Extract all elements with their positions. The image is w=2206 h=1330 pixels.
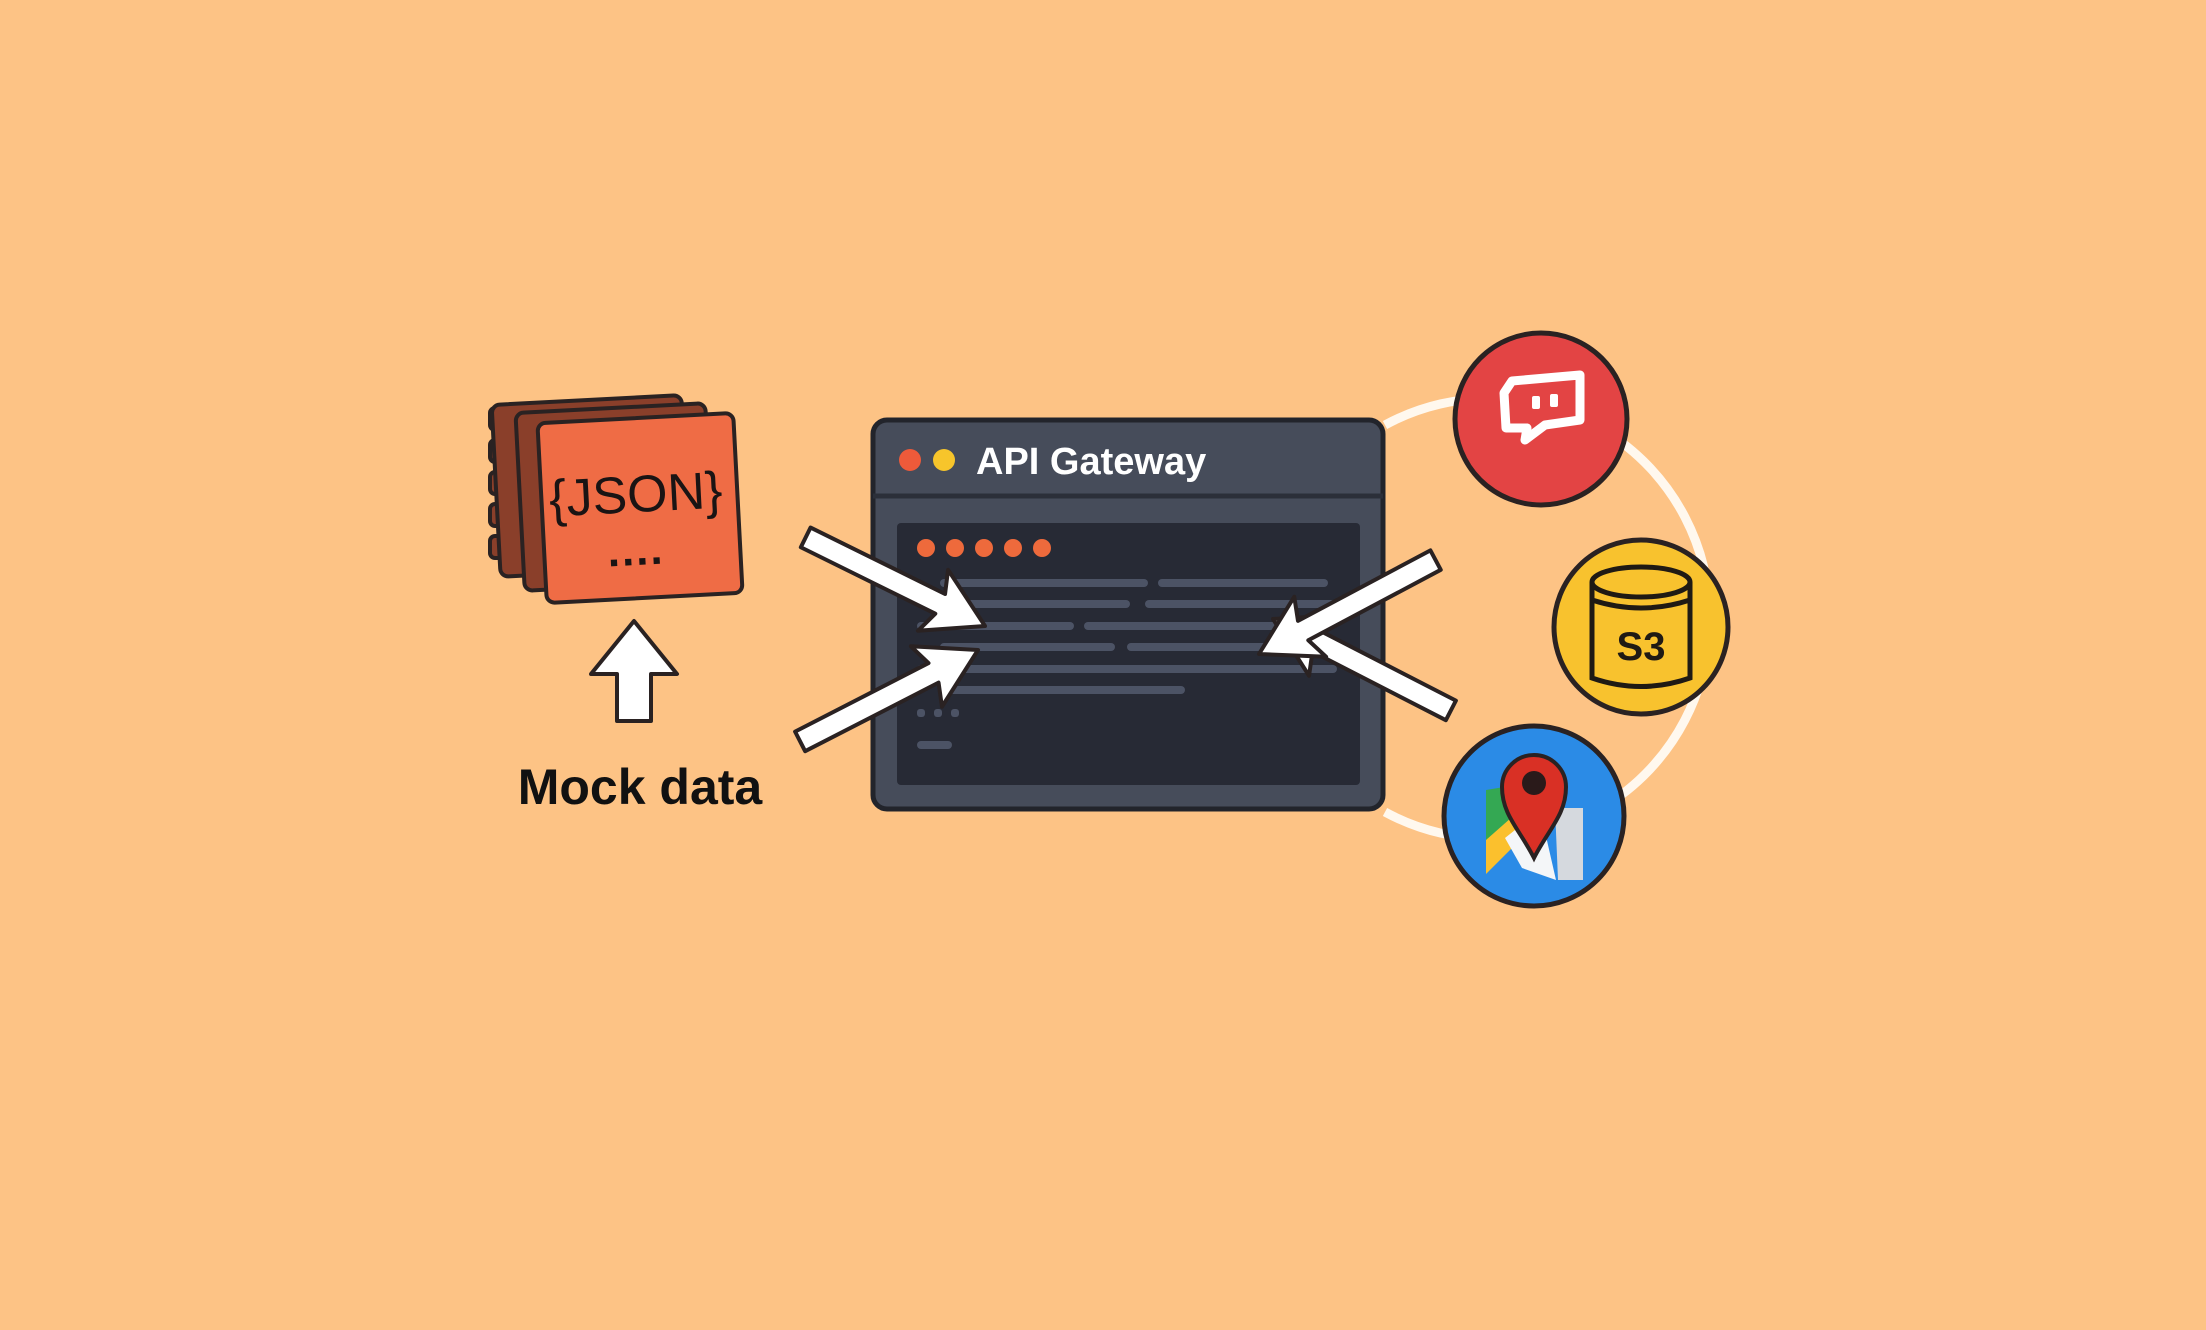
- console-panel: [897, 523, 1360, 785]
- window-minimize-dot: [933, 449, 955, 471]
- arrow-in-top-left-icon: [798, 525, 987, 633]
- api-gateway-window: API Gateway: [870, 417, 1386, 812]
- s3-bucket-icon: [1589, 564, 1693, 689]
- up-arrow-icon: [589, 619, 679, 723]
- service-google-maps: [1441, 723, 1627, 909]
- service-s3: S3: [1551, 537, 1731, 717]
- json-card-dots: ....: [606, 525, 665, 577]
- arrow-in-bottom-left-icon: [793, 644, 980, 754]
- arrow-in-bottom-right-icon: [1257, 548, 1443, 659]
- window-close-dot: [899, 449, 921, 471]
- map-pin-icon: [1499, 753, 1569, 863]
- json-card-label: {JSON}: [548, 462, 724, 529]
- window-title: API Gateway: [976, 441, 1206, 483]
- service-twitch: [1452, 330, 1630, 508]
- json-file-stack-icon: [488, 393, 745, 605]
- twitch-chat-icon: [1499, 370, 1585, 445]
- mock-data-label: Mock data: [518, 759, 764, 815]
- console-status-dots: [917, 539, 1051, 557]
- s3-label: S3: [1617, 625, 1666, 669]
